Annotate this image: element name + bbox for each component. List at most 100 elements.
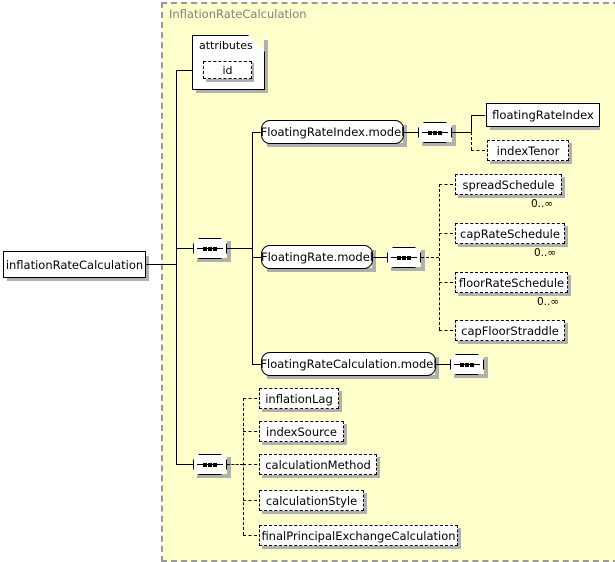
attributes-label: attributes	[199, 39, 253, 52]
group-fri-shadow-bottom	[267, 143, 407, 147]
sequence-icon-floatingrate[interactable]	[387, 247, 421, 268]
line-root-to-trunk	[146, 264, 177, 265]
sequence-icon-floatingrateindex[interactable]	[418, 122, 452, 143]
line-seq-bottom-out	[227, 464, 243, 465]
spreadschedule-shadow-bottom	[458, 195, 565, 198]
seq-fr-shadow-right	[421, 250, 425, 271]
sequence-dot	[428, 130, 432, 135]
sequence-dot	[397, 255, 401, 260]
seq-top-shadow-right	[227, 241, 231, 262]
seq-fri-shadow-bottom	[422, 142, 456, 146]
element-floorrateschedule-label: floorRateSchedule	[458, 275, 565, 290]
element-finalprincipalexchangecalculation-label: finalPrincipalExchangeCalculation	[261, 528, 456, 543]
sequence-bar	[197, 246, 223, 251]
splitter-fri-children	[471, 115, 472, 132]
element-indexsource[interactable]: indexSource	[259, 421, 344, 442]
indextenor-shadow-right	[569, 143, 572, 164]
trunk-vertical	[176, 70, 177, 465]
capfloorstraddle-shadow-bottom	[458, 341, 568, 344]
calculationmethod-shadow-right	[377, 457, 380, 478]
line-to-floatingrateindex-model	[252, 132, 263, 133]
indextenor-shadow-bottom	[490, 161, 572, 164]
calculationstyle-shadow-bottom	[262, 511, 367, 514]
group-floatingrate-model[interactable]: FloatingRate.model	[261, 245, 373, 269]
line-fr-group-to-seq	[373, 257, 387, 258]
element-finalprincipalexchangecalculation[interactable]: finalPrincipalExchangeCalculation	[259, 525, 458, 546]
line-to-calculationmethod	[243, 464, 257, 465]
element-calculationstyle[interactable]: calculationStyle	[259, 490, 364, 511]
group-floatingratecalculation-model-label: FloatingRateCalculation.model	[260, 357, 437, 371]
root-element-shadow	[7, 277, 148, 281]
group-fri-shadow-right	[403, 125, 407, 147]
sequence-dot	[465, 362, 469, 367]
attributes-shadow-right	[264, 40, 268, 93]
element-floatingrateindex-label: floatingRateIndex	[492, 108, 594, 122]
complex-type-title: InflationRateCalculation	[169, 7, 307, 21]
element-indexsource-label: indexSource	[266, 424, 337, 439]
element-capratesschedule[interactable]: capRateSchedule	[455, 223, 565, 244]
element-capfloorstraddle-label: capFloorStraddle	[461, 323, 559, 338]
splitter-fri-children-dashed	[471, 132, 472, 150]
line-to-floatingratecalculation-model	[252, 364, 263, 365]
sequence-dot	[402, 255, 406, 260]
line-to-floatingrate-model	[252, 257, 263, 258]
group-frc-shadow-right	[435, 357, 439, 379]
group-frc-shadow-bottom	[267, 375, 439, 379]
element-floorrateschedule[interactable]: floorRateSchedule	[455, 272, 568, 293]
line-seq-fri-out	[452, 132, 471, 133]
line-to-calculationstyle	[243, 500, 257, 501]
line-trunk-to-seq-top	[176, 248, 193, 249]
cardinality-floorrateschedule: 0..∞	[537, 296, 560, 308]
element-inflationlag-label: inflationLag	[265, 391, 333, 406]
attribute-id-shadow-right	[251, 63, 254, 82]
sequence-dot	[208, 246, 212, 251]
sequence-bar	[197, 462, 223, 467]
group-floatingrate-model-label: FloatingRate.model	[260, 250, 374, 264]
element-calculationstyle-label: calculationStyle	[265, 493, 358, 508]
element-capratesschedule-label: capRateSchedule	[460, 226, 560, 241]
root-element-shadow-right	[145, 256, 149, 281]
element-calculationmethod[interactable]: calculationMethod	[259, 454, 377, 475]
sequence-dot	[460, 362, 464, 367]
sequence-dot	[213, 462, 217, 467]
seq-frc-shadow-right	[484, 357, 488, 378]
element-indextenor[interactable]: indexTenor	[487, 140, 569, 161]
group-fr-shadow-right	[372, 250, 376, 272]
sequence-dot	[407, 255, 411, 260]
line-fri-group-to-seq	[404, 132, 418, 133]
capfloorstraddle-shadow-right	[565, 323, 568, 344]
root-element-label: inflationRateCalculation	[5, 257, 144, 272]
element-spreadschedule[interactable]: spreadSchedule	[455, 174, 562, 195]
group-floatingrateindex-model[interactable]: FloatingRateIndex.model	[261, 120, 404, 144]
group-floatingratecalculation-model[interactable]: FloatingRateCalculation.model	[260, 352, 437, 376]
line-to-indextenor	[471, 150, 485, 151]
seq-frc-shadow-bottom	[454, 374, 488, 378]
line-frc-group-to-seq	[436, 364, 450, 365]
indexsource-shadow-right	[344, 424, 347, 445]
element-spreadschedule-label: spreadSchedule	[462, 177, 555, 192]
indexsource-shadow-bottom	[262, 442, 347, 445]
element-inflationlag[interactable]: inflationLag	[259, 388, 339, 409]
seq-bottom-shadow-bottom	[197, 474, 231, 478]
sequence-icon-bottom[interactable]	[193, 454, 227, 475]
sequence-dot	[438, 130, 442, 135]
attribute-id-shadow-bottom	[206, 79, 254, 82]
cardinality-capratesschedule: 0..∞	[534, 247, 557, 259]
sequence-dot	[433, 130, 437, 135]
sequence-icon-top[interactable]	[193, 238, 227, 259]
attribute-id[interactable]: id	[203, 61, 252, 79]
finalprincipalexchangecalculation-shadow-right	[458, 528, 461, 549]
line-to-capfloorstraddle	[439, 330, 453, 331]
calculationstyle-shadow-right	[364, 493, 367, 514]
floatingrateindex-shadow-bottom	[490, 127, 600, 130]
inflationlag-shadow-right	[339, 391, 342, 412]
floorrateschedule-shadow-right	[568, 275, 571, 296]
cardinality-spreadschedule: 0..∞	[531, 198, 554, 210]
root-element-inflationratecalculation[interactable]: inflationRateCalculation	[3, 251, 146, 278]
element-floatingrateindex[interactable]: floatingRateIndex	[486, 103, 600, 127]
attributes-shadow-bottom	[196, 89, 268, 93]
element-capfloorstraddle[interactable]: capFloorStraddle	[455, 320, 565, 341]
line-to-inflationlag	[243, 398, 257, 399]
sequence-icon-floatingratecalculation[interactable]	[450, 354, 484, 375]
seq-fr-shadow-bottom	[391, 267, 425, 271]
